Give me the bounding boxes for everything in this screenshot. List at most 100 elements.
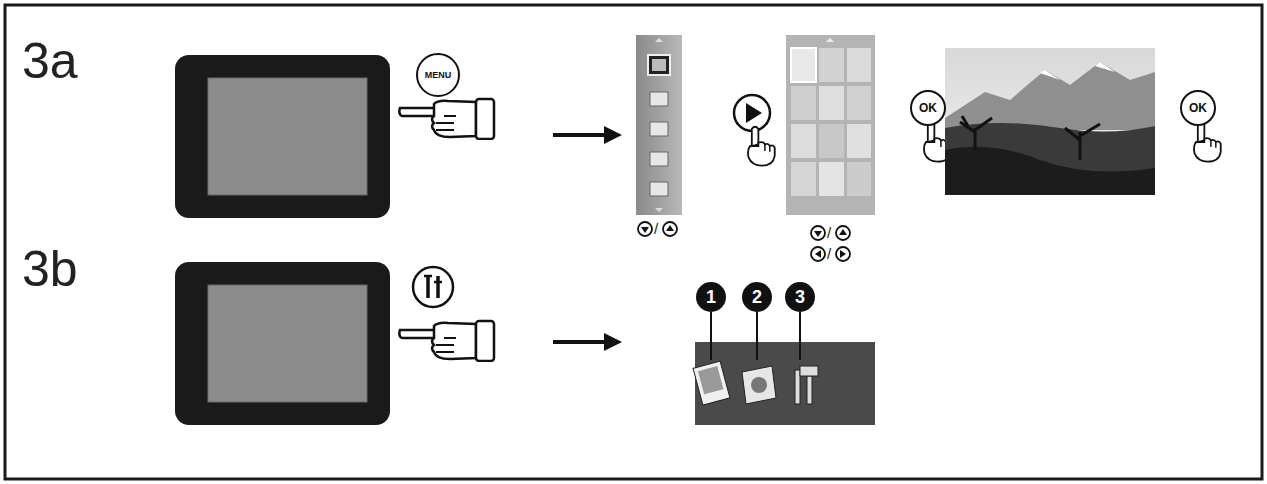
landscape-photo bbox=[945, 48, 1155, 195]
photo-icon-image bbox=[698, 366, 724, 394]
play-button bbox=[734, 95, 770, 131]
menu-icon bbox=[652, 59, 666, 71]
leader-line bbox=[710, 312, 712, 360]
thumbnail bbox=[847, 86, 871, 120]
arrow-shaft bbox=[553, 340, 606, 344]
thumbnail bbox=[847, 162, 871, 196]
photo-icon bbox=[693, 361, 730, 405]
scroll-mark bbox=[826, 38, 834, 42]
ok-button: OK bbox=[1180, 90, 1216, 126]
menu-icon bbox=[650, 152, 668, 166]
left-symbol bbox=[815, 250, 821, 258]
button-label: 2 bbox=[752, 287, 762, 308]
mountains bbox=[945, 62, 1155, 130]
right-symbol bbox=[840, 250, 846, 258]
left-button bbox=[811, 247, 825, 261]
hammer-handle bbox=[807, 376, 812, 404]
up-button bbox=[836, 226, 850, 240]
flow-arrow bbox=[553, 333, 622, 351]
pointing-hand bbox=[399, 99, 494, 139]
button-label: 1 bbox=[706, 287, 716, 308]
leader-line bbox=[756, 342, 758, 360]
device-body bbox=[175, 55, 390, 218]
scroll-mark bbox=[655, 38, 663, 42]
device-screen bbox=[208, 78, 367, 195]
photo-frame-device bbox=[175, 55, 390, 218]
callout-number: 1 bbox=[696, 282, 726, 312]
frame-border bbox=[5, 5, 1262, 479]
play-symbol bbox=[746, 103, 762, 123]
tapping-hand bbox=[748, 127, 775, 166]
foreground bbox=[945, 147, 1155, 195]
tree bbox=[960, 116, 992, 150]
thumbnail bbox=[791, 86, 816, 120]
leader-line bbox=[799, 342, 801, 360]
settings-menu-strip bbox=[693, 312, 875, 425]
snow-caps bbox=[1040, 62, 1115, 80]
menu-icon bbox=[650, 122, 668, 136]
thumbnail bbox=[819, 86, 844, 120]
pointing-hand bbox=[399, 321, 494, 361]
thumbnail-grid bbox=[786, 35, 875, 215]
hammer-head bbox=[800, 366, 818, 376]
calendar-icon bbox=[742, 366, 776, 404]
menu-sidebar bbox=[636, 35, 682, 215]
button-circle bbox=[734, 95, 770, 131]
thumbnail bbox=[847, 124, 871, 158]
menu-icon bbox=[650, 182, 668, 196]
thumbnail bbox=[791, 124, 816, 158]
photo-frame-device bbox=[175, 262, 390, 425]
tools-symbol bbox=[424, 276, 442, 282]
screwdriver bbox=[795, 370, 800, 404]
tapping-hand bbox=[1194, 123, 1221, 162]
calendar-page bbox=[742, 366, 776, 404]
step-number: 3b bbox=[22, 240, 78, 298]
arrow-head bbox=[604, 126, 622, 144]
thumbnail bbox=[819, 124, 844, 158]
arrow-shaft bbox=[553, 133, 606, 137]
settings-button bbox=[413, 267, 453, 307]
sidebar-panel bbox=[636, 35, 682, 215]
thumbnail bbox=[791, 162, 816, 196]
scroll-mark bbox=[655, 208, 663, 212]
separator: / bbox=[827, 245, 831, 262]
button-circle bbox=[413, 267, 453, 307]
grid-panel bbox=[786, 35, 875, 215]
thumbnail bbox=[791, 48, 816, 82]
thumbnail bbox=[847, 48, 871, 82]
tools-icon bbox=[795, 366, 818, 404]
down-symbol bbox=[814, 231, 822, 237]
tree bbox=[1065, 124, 1100, 160]
arrow-head bbox=[604, 333, 622, 351]
menu-icon-selected bbox=[648, 55, 670, 75]
button-label: OK bbox=[1189, 101, 1207, 115]
photo-icon-card bbox=[693, 361, 730, 405]
up-symbol bbox=[666, 225, 674, 231]
down-symbol bbox=[641, 227, 649, 233]
separator: / bbox=[827, 224, 831, 241]
device-screen bbox=[208, 285, 367, 402]
button-label: MENU bbox=[425, 70, 452, 80]
calendar-mark bbox=[751, 377, 767, 393]
callout-number: 3 bbox=[785, 282, 815, 312]
flow-arrow bbox=[553, 126, 622, 144]
up-button bbox=[663, 222, 677, 236]
device-body bbox=[175, 262, 390, 425]
leader-line bbox=[756, 312, 758, 360]
thumbnail bbox=[819, 48, 844, 82]
ok-button: OK bbox=[910, 90, 946, 126]
leader-line bbox=[710, 342, 712, 360]
separator: / bbox=[654, 220, 658, 237]
step-number: 3a bbox=[22, 32, 78, 90]
down-button bbox=[811, 226, 825, 240]
button-label: OK bbox=[919, 101, 937, 115]
menu-button: MENU bbox=[416, 53, 460, 97]
up-symbol bbox=[839, 229, 847, 235]
photo-sky bbox=[945, 48, 1155, 195]
down-button bbox=[638, 222, 652, 236]
thumbnail bbox=[819, 162, 844, 196]
button-label: 3 bbox=[795, 287, 805, 308]
tools-symbol bbox=[428, 276, 438, 298]
menu-icon bbox=[650, 92, 668, 106]
